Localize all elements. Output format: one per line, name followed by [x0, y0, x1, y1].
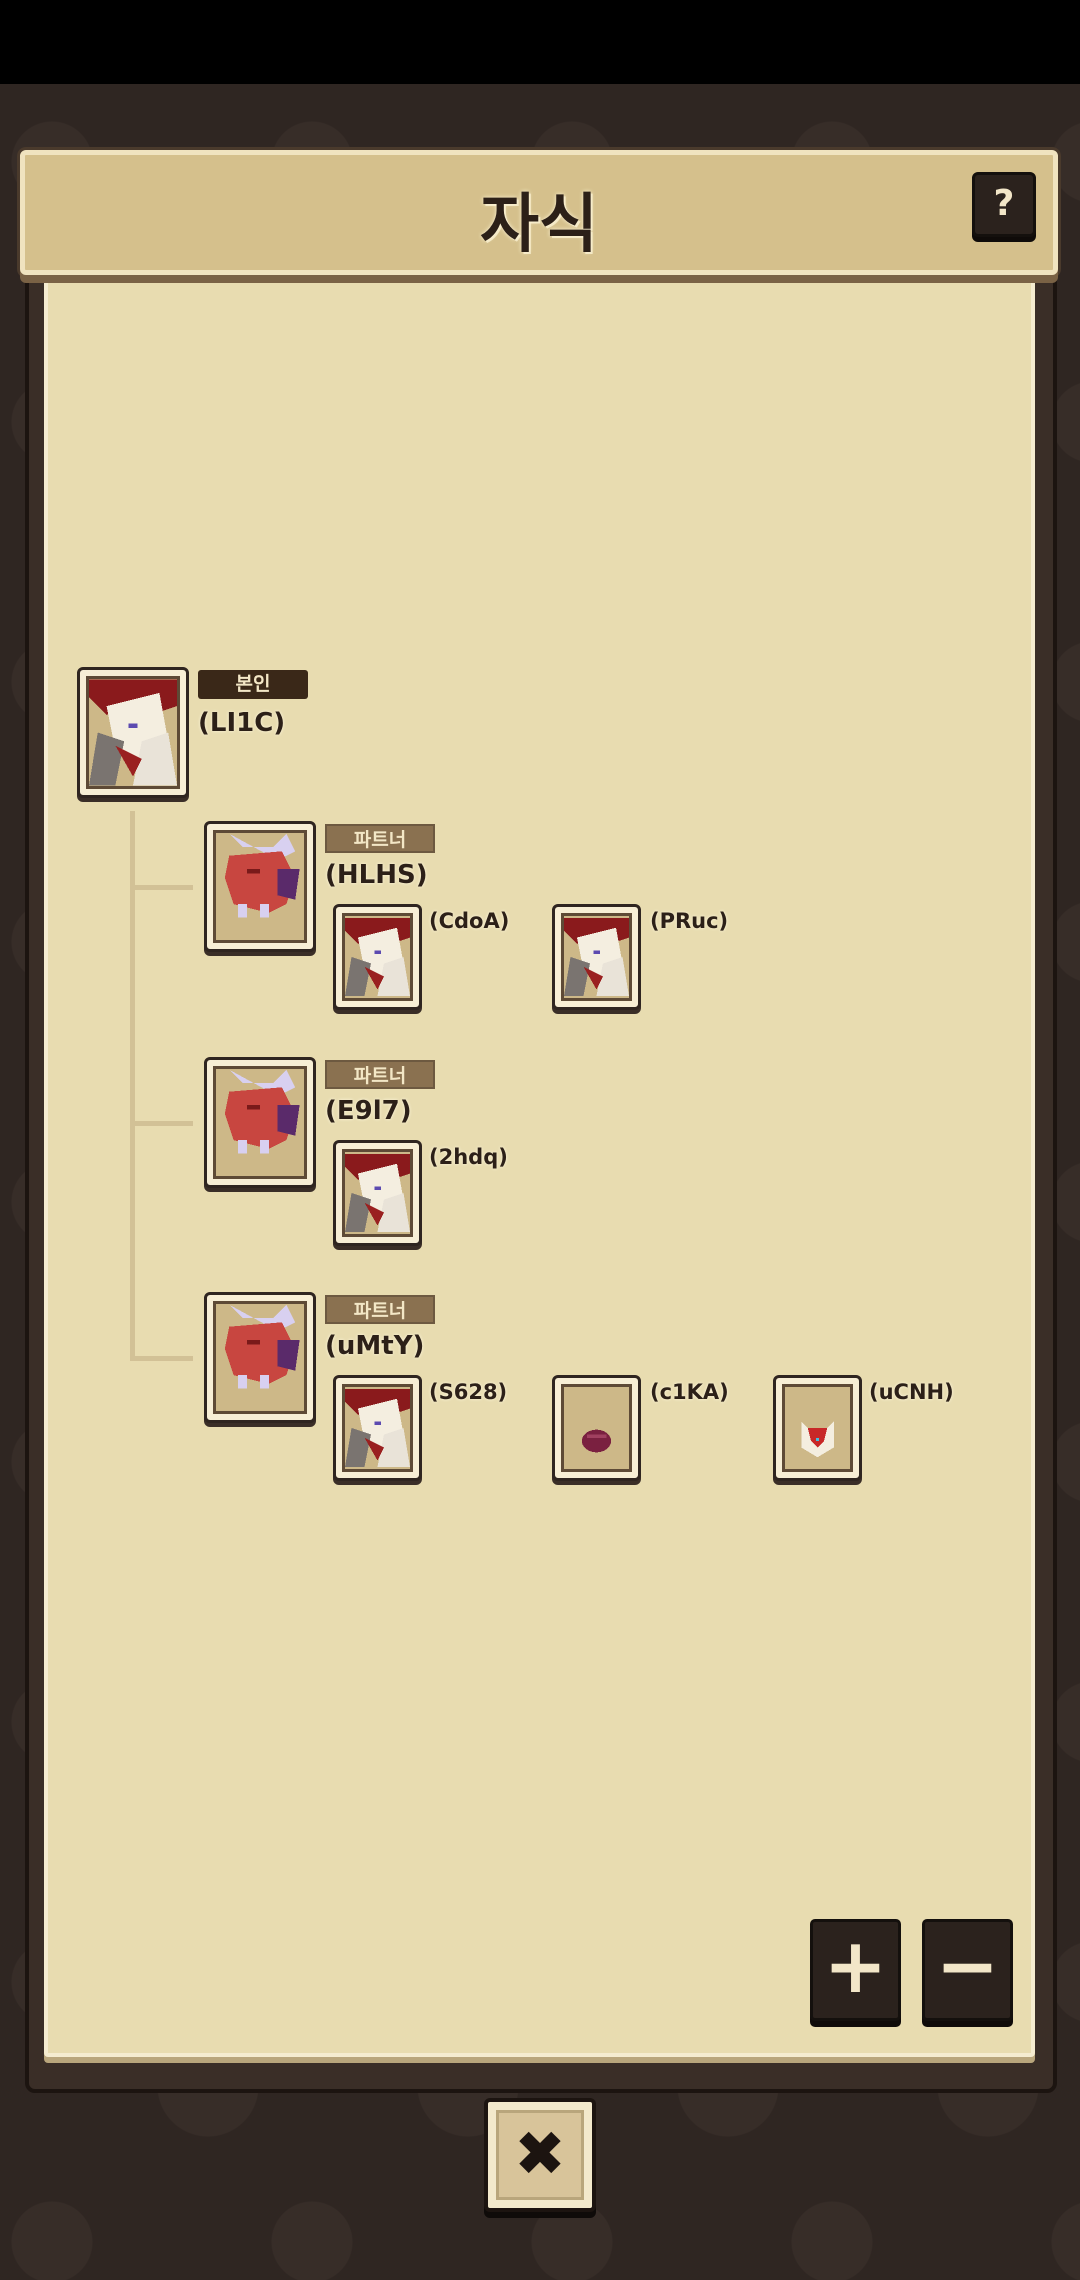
red-dragon-icon: [213, 1301, 307, 1414]
white-red-dragon-icon: [342, 913, 413, 1001]
red-dragon-icon: [213, 830, 307, 943]
white-red-dragon-icon: [342, 1149, 413, 1237]
close-button[interactable]: ✖: [484, 2098, 596, 2212]
partner-name: (E9l7): [325, 1096, 412, 1126]
partner-card[interactable]: [204, 821, 316, 952]
tree-branch-line: [130, 1121, 193, 1126]
zoom-out-button[interactable]: −: [922, 1919, 1013, 2021]
child-card[interactable]: [333, 904, 422, 1010]
white-red-dragon-icon: [86, 676, 180, 789]
partner-badge: 파트너: [325, 1295, 435, 1324]
white-red-dragon-icon: [342, 1384, 413, 1472]
child-name: (S628): [429, 1380, 508, 1404]
self-badge: 본인: [198, 670, 308, 699]
red-dragon-icon: [213, 1066, 307, 1179]
self-card[interactable]: [77, 667, 189, 798]
partner-card[interactable]: [204, 1292, 316, 1423]
child-name: (CdoA): [429, 909, 510, 933]
partner-badge: 파트너: [325, 824, 435, 853]
child-name: (2hdq): [429, 1145, 508, 1169]
child-card[interactable]: [552, 904, 641, 1010]
partner-name: (HLHS): [325, 860, 428, 890]
partner-badge: 파트너: [325, 1060, 435, 1089]
tree-canvas[interactable]: [44, 276, 1035, 2057]
status-bar: [0, 0, 1080, 84]
partner-name: (uMtY): [325, 1331, 425, 1361]
help-button[interactable]: ?: [972, 172, 1036, 237]
child-card[interactable]: [333, 1375, 422, 1481]
baby-dragon-icon: [782, 1384, 853, 1472]
child-name: (PRuc): [650, 909, 729, 933]
child-name: (c1KA): [650, 1380, 729, 1404]
self-name: (LI1C): [198, 708, 286, 738]
page-title: 자식: [480, 188, 598, 262]
partner-card[interactable]: [204, 1057, 316, 1188]
tree-branch-line: [130, 1356, 193, 1361]
tree-branch-line: [130, 885, 193, 890]
child-card[interactable]: [333, 1140, 422, 1246]
child-card[interactable]: [773, 1375, 862, 1481]
white-red-dragon-icon: [561, 913, 632, 1001]
child-card[interactable]: [552, 1375, 641, 1481]
egg-icon: [561, 1384, 632, 1472]
tree-trunk-line: [130, 811, 135, 1361]
zoom-in-button[interactable]: +: [810, 1919, 901, 2021]
close-icon: ✖: [496, 2110, 584, 2200]
title-banner: 자식: [20, 150, 1058, 275]
child-name: (uCNH): [869, 1380, 954, 1404]
